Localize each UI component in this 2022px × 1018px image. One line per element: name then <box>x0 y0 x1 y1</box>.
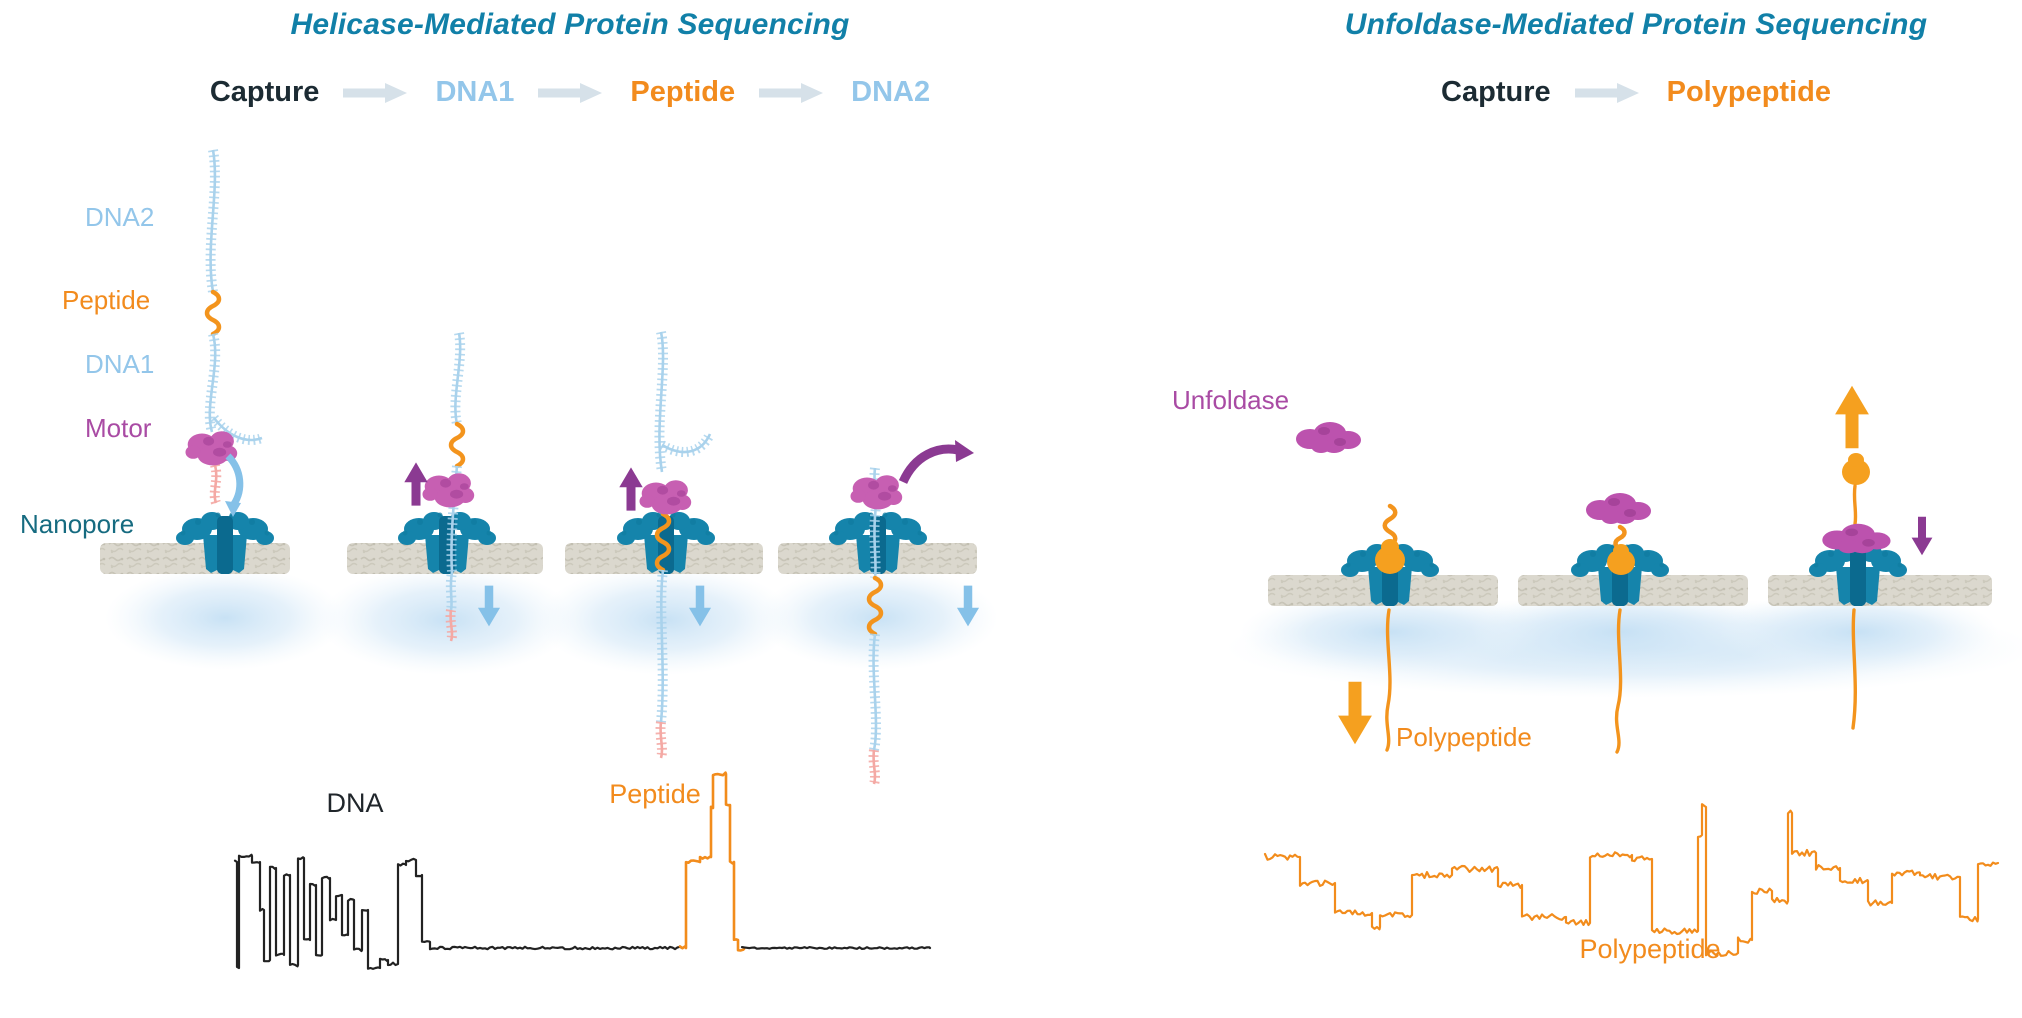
r-stage2 <box>1586 493 1651 754</box>
flow-step-dna2: DNA2 <box>851 76 931 108</box>
capture-arrow-icon <box>225 453 244 506</box>
release-arrow-icon <box>898 444 959 485</box>
flow-arrow-icon <box>343 82 408 103</box>
dna-trace <box>233 853 684 970</box>
cis-glow <box>105 565 998 675</box>
polypeptide-trace <box>1263 803 2000 957</box>
right-diagram <box>1225 385 2022 754</box>
stage4-construct <box>850 440 980 786</box>
right-trace-plot <box>1263 803 2000 957</box>
r-stage3 <box>1822 385 1933 730</box>
up-arrow-icon <box>619 467 643 511</box>
folded-domain-icon <box>1375 546 1405 574</box>
unfoldase-icon <box>1296 422 1361 453</box>
baseline-trace <box>740 946 932 950</box>
label-motor: Motor <box>85 413 152 443</box>
left-diagram <box>100 149 998 786</box>
unfoldase-icon <box>1586 493 1651 524</box>
stage3-construct <box>619 330 715 760</box>
folded-domain-icon <box>1842 459 1870 485</box>
label-polypeptide: Polypeptide <box>1396 722 1532 752</box>
flow-step-polypeptide: Polypeptide <box>1666 76 1831 108</box>
flow-step-peptide: Peptide <box>630 76 736 108</box>
release-arrowhead-icon <box>955 440 974 462</box>
label-dna2: DNA2 <box>85 202 155 232</box>
folded-domain-icon <box>1607 549 1635 575</box>
cis-glow <box>1225 590 2022 698</box>
stage2-construct <box>404 332 501 643</box>
unfoldase-icon <box>1822 523 1891 554</box>
trace-label-peptide: Peptide <box>609 779 701 809</box>
capture-arrowhead-icon <box>225 501 241 517</box>
flow-arrow-icon <box>1574 82 1639 103</box>
left-trace-plot <box>233 771 932 970</box>
trace-label-polypeptide: Polypeptide <box>1579 934 1721 964</box>
right-panel-title: Unfoldase-Mediated Protein Sequencing <box>1344 8 1928 41</box>
flow-arrow-icon <box>538 82 603 103</box>
flow-step-dna1: DNA1 <box>435 76 515 108</box>
left-panel-title: Helicase-Mediated Protein Sequencing <box>290 8 850 41</box>
stage1-construct <box>185 149 264 517</box>
motor-icon <box>422 473 475 508</box>
down-arrow-icon <box>1338 681 1372 745</box>
r-stage1 <box>1375 503 1405 752</box>
label-nanopore: Nanopore <box>20 509 135 539</box>
flow-step-capture: Capture <box>209 76 320 108</box>
right-flow-row: Capture Polypeptide <box>1250 76 2022 109</box>
down-arrow-icon <box>1911 516 1933 556</box>
up-arrow-icon <box>1835 385 1869 449</box>
motor-icon <box>639 480 692 515</box>
trace-label-dna: DNA <box>326 788 384 818</box>
label-peptide: Peptide <box>62 285 151 315</box>
label-unfoldase: Unfoldase <box>1172 385 1290 415</box>
left-flow-row: Capture DNA1 Peptide DNA2 <box>130 76 1010 109</box>
flow-arrow-icon <box>759 82 824 103</box>
up-arrow-icon <box>404 462 428 506</box>
motor-icon <box>850 475 903 510</box>
label-dna1: DNA1 <box>85 349 155 379</box>
flow-step-capture: Capture <box>1441 76 1551 108</box>
peptide-trace <box>678 771 746 952</box>
